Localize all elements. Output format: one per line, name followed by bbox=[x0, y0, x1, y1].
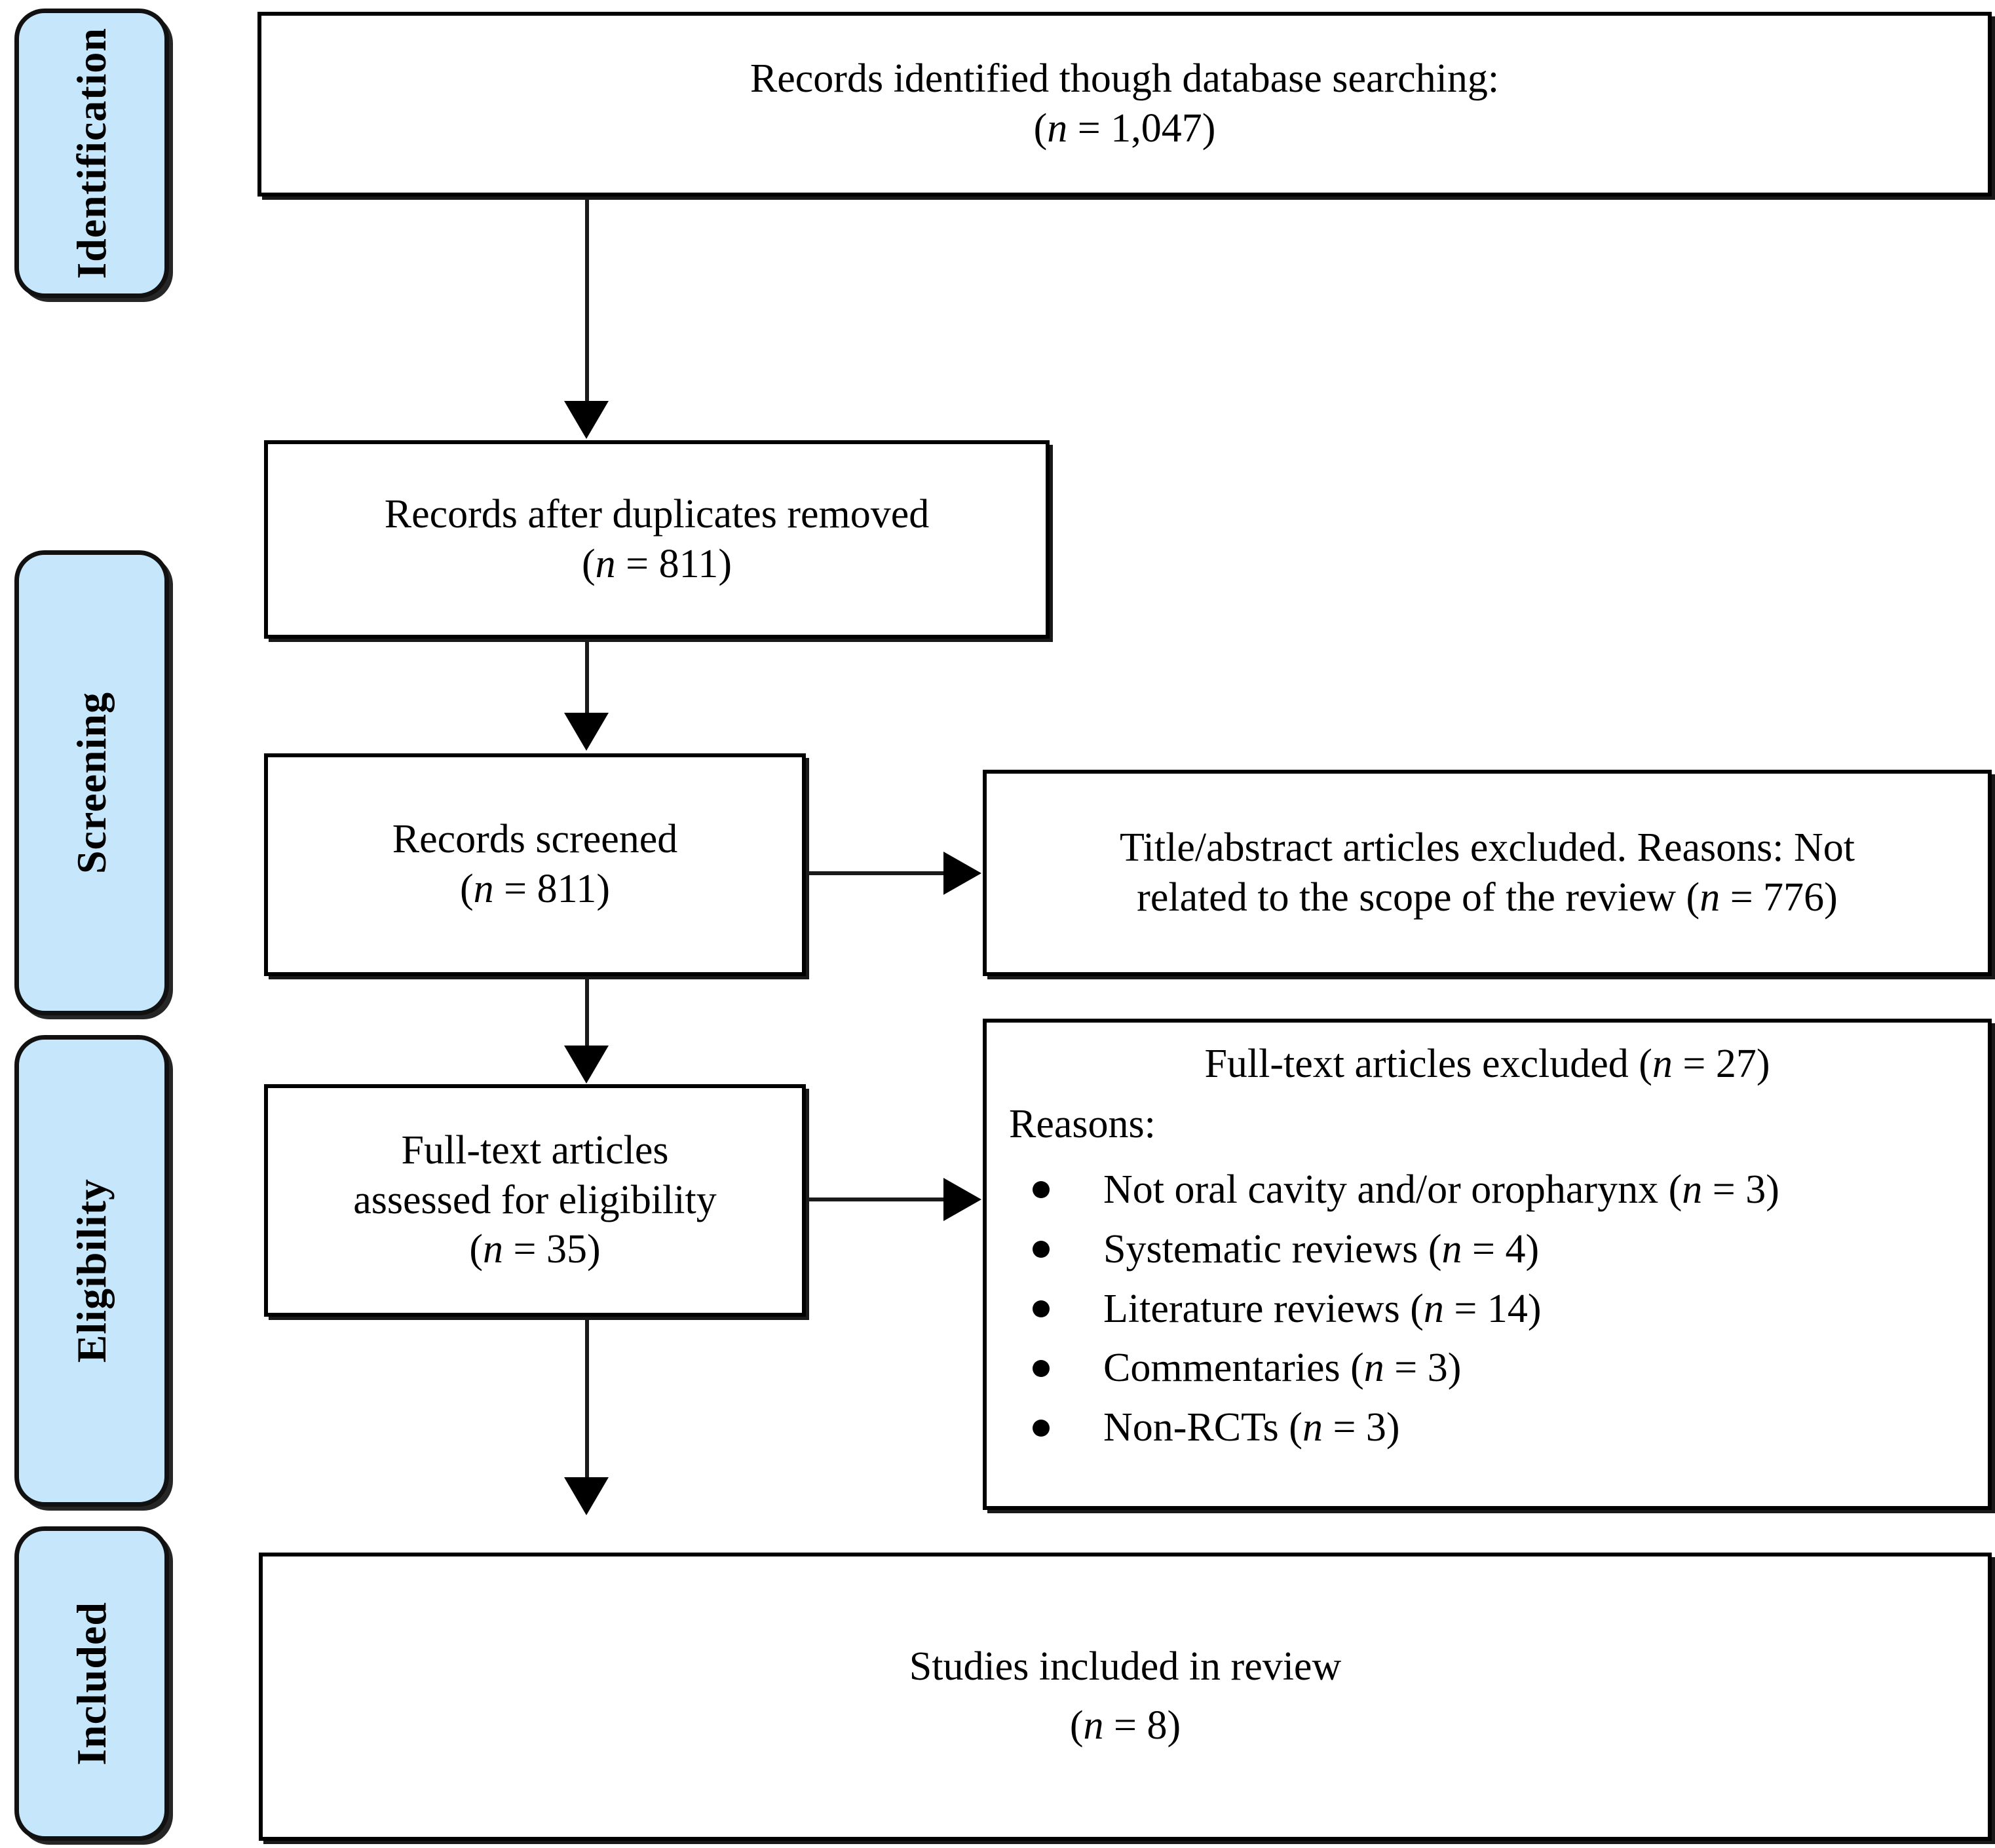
list-item: Not oral cavity and/or oropharynx (n = 3… bbox=[1033, 1165, 1966, 1215]
connector-line-identified-to-duplicates bbox=[585, 197, 589, 403]
box-records-screened-line1: Records screened bbox=[392, 817, 678, 862]
count-open-paren: ( bbox=[469, 1227, 484, 1272]
stage-label-screening: Screening bbox=[68, 691, 115, 875]
count-open-paren: ( bbox=[460, 867, 474, 911]
stage-pill-included: Included bbox=[14, 1526, 169, 1841]
count-value: = 8) bbox=[1103, 1703, 1181, 1748]
stage-pill-screening: Screening bbox=[14, 550, 169, 1015]
count-open-paren: ( bbox=[582, 541, 596, 586]
list-item: Systematic reviews (n = 4) bbox=[1033, 1224, 1966, 1275]
list-item: Literature reviews (n = 14) bbox=[1033, 1284, 1966, 1334]
list-item: Non-RCTs (n = 3) bbox=[1033, 1403, 1966, 1453]
box-fulltext-assessed: Full-text articles assessed for eligibil… bbox=[264, 1084, 806, 1317]
count-n-symbol: n bbox=[1302, 1405, 1323, 1450]
count-n-symbol: n bbox=[1363, 1346, 1384, 1391]
box-records-screened: Records screened (n = 811) bbox=[264, 753, 806, 976]
connector-line-duplicates-to-screened bbox=[585, 639, 589, 714]
count-value: = 3) bbox=[1384, 1346, 1462, 1391]
count-value: = 776) bbox=[1720, 875, 1838, 920]
count-n-symbol: n bbox=[1047, 106, 1068, 151]
count-n-symbol: n bbox=[595, 541, 616, 586]
connector-line-screened-to-fulltext bbox=[585, 976, 589, 1048]
arrow-down-icon-identified-to-duplicates bbox=[564, 401, 609, 439]
count-value: = 1,047) bbox=[1067, 106, 1216, 151]
bullet-icon bbox=[1033, 1300, 1050, 1317]
bullet-icon bbox=[1033, 1241, 1050, 1258]
count-value: = 35) bbox=[503, 1227, 601, 1272]
reason-text: Non-RCTs ( bbox=[1103, 1405, 1302, 1450]
box-fulltext-assessed-count: (n = 35) bbox=[469, 1225, 600, 1275]
box-studies-included: Studies included in review (n = 8) bbox=[259, 1553, 1992, 1841]
connector-line-screened-to-title-excluded bbox=[806, 871, 945, 875]
arrow-down-icon-screened-to-fulltext bbox=[564, 1046, 609, 1084]
box-records-identified-count: (n = 1,047) bbox=[1034, 104, 1216, 154]
count-n-symbol: n bbox=[1441, 1226, 1462, 1272]
box-title-abstract-excluded-line1: Title/abstract articles excluded. Reason… bbox=[1119, 825, 1855, 870]
connector-line-fulltext-to-included bbox=[585, 1317, 589, 1480]
box-duplicates-removed-line1: Records after duplicates removed bbox=[384, 491, 930, 537]
count-value: = 27) bbox=[1672, 1042, 1770, 1086]
box-studies-included-count: (n = 8) bbox=[1070, 1701, 1181, 1751]
reasons-label: Reasons: bbox=[1009, 1102, 1156, 1147]
count-value: = 811) bbox=[615, 541, 732, 586]
stage-label-eligibility: Eligibility bbox=[68, 1179, 115, 1363]
reason-text: Not oral cavity and/or oropharynx ( bbox=[1103, 1167, 1682, 1212]
box-title-abstract-excluded-line2: related to the scope of the review (n = … bbox=[1137, 873, 1838, 923]
box-records-identified-line1: Records identified though database searc… bbox=[750, 56, 1500, 102]
reason-text: Systematic reviews ( bbox=[1103, 1226, 1442, 1272]
count-open-paren: ( bbox=[1033, 106, 1048, 151]
count-value: = 14) bbox=[1443, 1286, 1542, 1331]
reason-text: Literature reviews ( bbox=[1103, 1286, 1424, 1331]
fulltext-excluded-title: Full-text articles excluded (n = 27) bbox=[1009, 1040, 1966, 1088]
count-value: = 4) bbox=[1462, 1226, 1540, 1272]
count-value: = 811) bbox=[493, 867, 610, 911]
fulltext-exclusion-reasons-list: Not oral cavity and/or oropharynx (n = 3… bbox=[1009, 1156, 1966, 1462]
count-open-paren: ( bbox=[1069, 1703, 1084, 1748]
count-n-symbol: n bbox=[1423, 1286, 1444, 1331]
arrow-right-icon-fulltext-to-excluded bbox=[943, 1178, 981, 1221]
box-duplicates-removed-count: (n = 811) bbox=[582, 540, 732, 590]
box-fulltext-excluded-reasons: Full-text articles excluded (n = 27) Rea… bbox=[983, 1019, 1992, 1510]
fulltext-excluded-title-text: Full-text articles excluded ( bbox=[1204, 1042, 1652, 1086]
box-duplicates-removed: Records after duplicates removed (n = 81… bbox=[264, 440, 1050, 639]
box-title-abstract-excluded: Title/abstract articles excluded. Reason… bbox=[983, 770, 1992, 976]
arrow-down-icon-fulltext-to-included bbox=[564, 1477, 609, 1515]
reason-text: Commentaries ( bbox=[1103, 1346, 1364, 1391]
stage-label-identification: Identification bbox=[68, 28, 115, 279]
connector-line-fulltext-to-excluded bbox=[806, 1197, 945, 1201]
stage-pill-identification: Identification bbox=[14, 9, 169, 298]
box-fulltext-assessed-line2: assessed for eligibility bbox=[353, 1177, 717, 1222]
bullet-icon bbox=[1033, 1359, 1050, 1377]
excluded-text: related to the scope of the review ( bbox=[1137, 875, 1700, 920]
count-n-symbol: n bbox=[473, 867, 494, 911]
stage-label-included: Included bbox=[68, 1602, 115, 1765]
box-fulltext-assessed-line1: Full-text articles bbox=[401, 1128, 669, 1173]
box-records-identified: Records identified though database searc… bbox=[257, 12, 1992, 197]
arrow-down-icon-duplicates-to-screened bbox=[564, 713, 609, 751]
count-value: = 3) bbox=[1702, 1167, 1779, 1212]
list-item: Commentaries (n = 3) bbox=[1033, 1343, 1966, 1393]
count-n-symbol: n bbox=[483, 1227, 504, 1272]
count-n-symbol: n bbox=[1700, 875, 1720, 920]
box-records-screened-count: (n = 811) bbox=[460, 865, 610, 915]
box-studies-included-line1: Studies included in review bbox=[909, 1644, 1342, 1689]
count-n-symbol: n bbox=[1083, 1703, 1104, 1748]
stage-pill-eligibility: Eligibility bbox=[14, 1035, 169, 1507]
bullet-icon bbox=[1033, 1419, 1050, 1437]
count-n-symbol: n bbox=[1682, 1167, 1703, 1212]
bullet-icon bbox=[1033, 1181, 1050, 1199]
count-value: = 3) bbox=[1322, 1405, 1400, 1450]
arrow-right-icon-screened-to-title-excluded bbox=[943, 852, 981, 895]
count-n-symbol: n bbox=[1652, 1042, 1673, 1086]
